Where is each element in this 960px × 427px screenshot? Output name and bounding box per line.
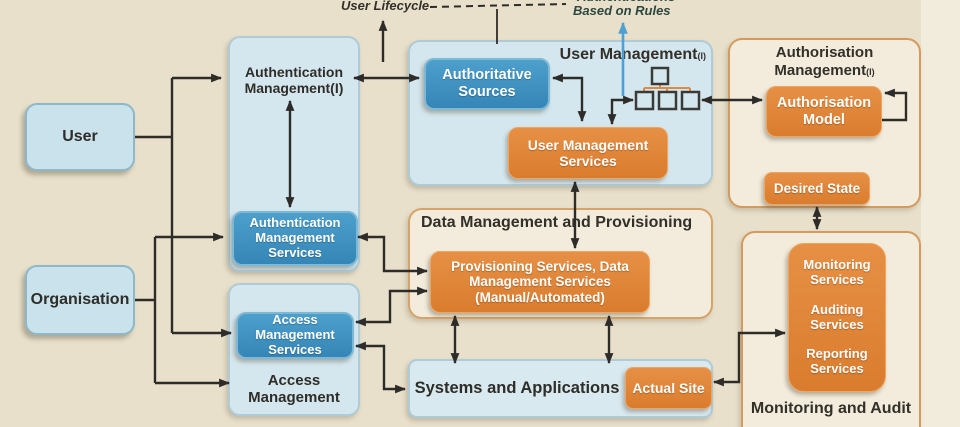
authentication-management-services-node: Authentication Management Services: [232, 211, 358, 266]
dashed-lifecycle-line: [429, 3, 567, 8]
desired-state-node: Desired State: [764, 172, 870, 205]
user-management-title: User Management(I): [556, 46, 706, 64]
data-management-title: Data Management and Provisioning: [421, 214, 693, 231]
monitoring-services-label: Monitoring Services: [803, 257, 871, 288]
monitoring-services-group: Monitoring Services Auditing Services Re…: [788, 243, 886, 392]
authorisation-management-title-suffix: (I): [866, 67, 875, 77]
page-edge-strip: [921, 0, 960, 427]
authorisation-management-title: Authorisation Management(I): [733, 44, 916, 80]
access-management-label: Access Management: [248, 371, 340, 406]
reporting-services-label: Reporting Services: [806, 345, 868, 376]
organisation-node: Organisation: [25, 265, 135, 335]
actual-site-node: Actual Site: [625, 367, 712, 409]
user-management-title-suffix: (I): [697, 51, 707, 61]
based-on-rules-label: Based on Rules: [573, 3, 671, 18]
authoritative-sources-node: Authoritative Sources: [424, 58, 550, 110]
user-management-services-node: User Management Services: [508, 127, 668, 179]
clipped-heading-label: Authentications: [577, 0, 675, 4]
authorisation-management-title-text: Authorisation Management: [774, 44, 874, 79]
arrow-accessservices-systems: [354, 341, 407, 394]
user-management-title-text: User Management: [559, 46, 698, 63]
user-lifecycle-label: User Lifecycle: [341, 0, 430, 13]
authentication-management-label: Authentication Management(I): [244, 63, 344, 96]
user-node: User: [25, 103, 135, 171]
auditing-services-label: Auditing Services: [810, 301, 864, 332]
provisioning-services-node: Provisioning Services, Data Management S…: [430, 251, 650, 313]
access-management-services-node: Access Management Services: [236, 312, 354, 359]
authorisation-model-node: Authorisation Model: [766, 86, 882, 137]
systems-and-applications-label: Systems and Applications: [414, 379, 620, 398]
monitoring-and-audit-title: Monitoring and Audit: [750, 400, 912, 417]
